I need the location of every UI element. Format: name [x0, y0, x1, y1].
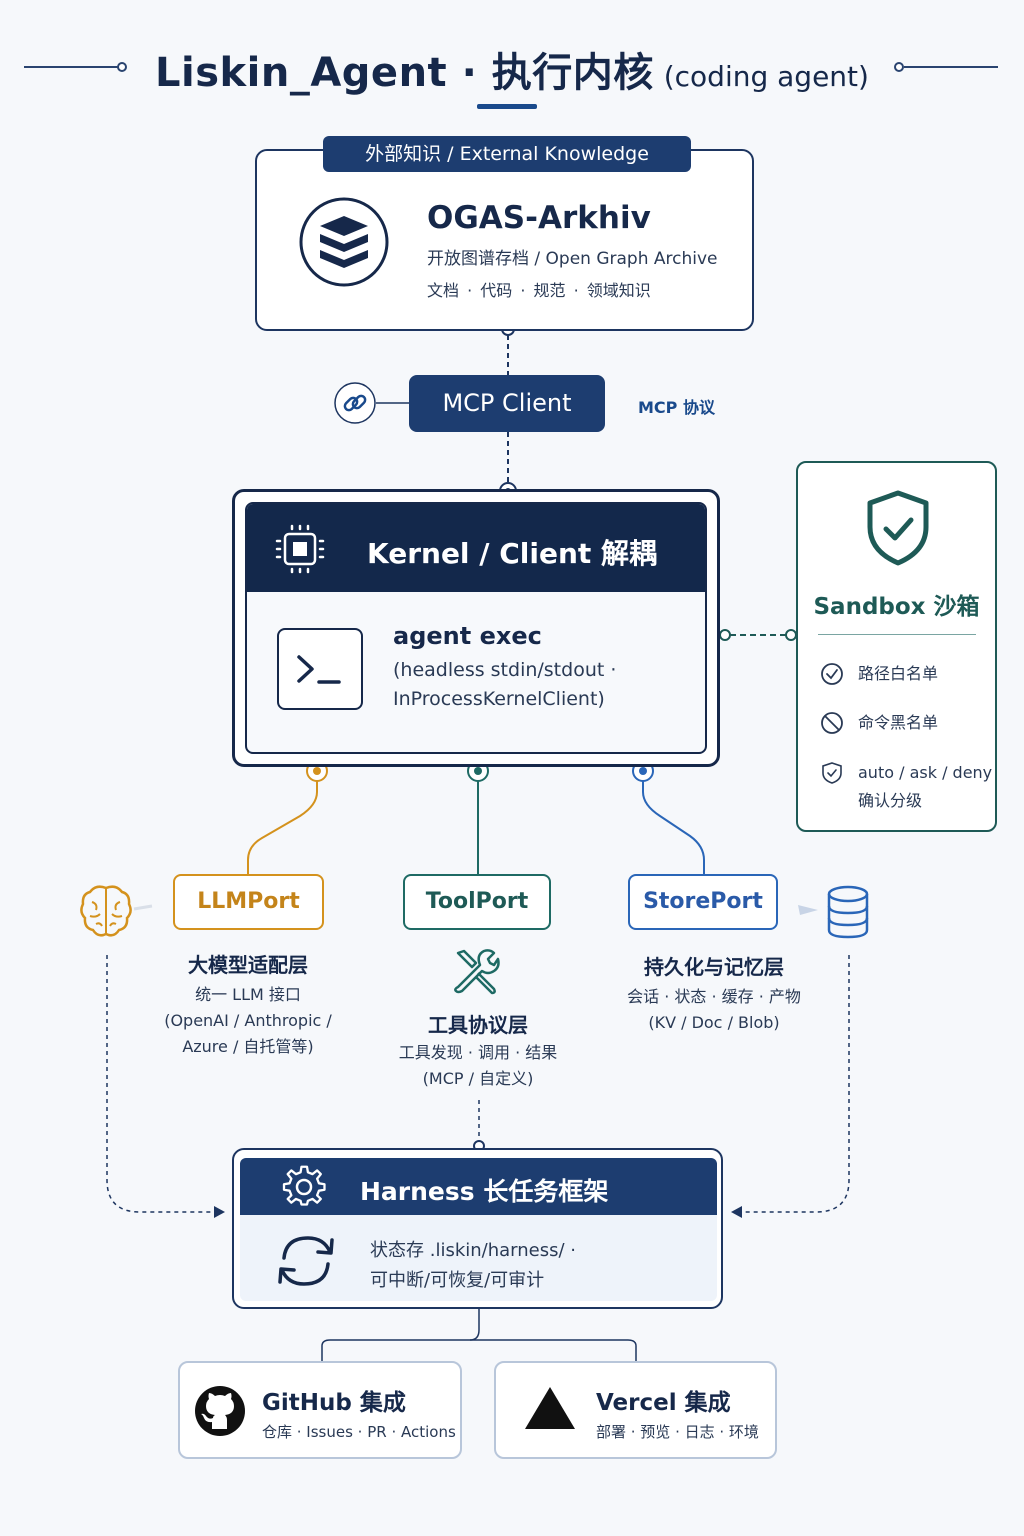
agent-exec-line2: InProcessKernelClient) — [393, 688, 605, 710]
sandbox-item-command-blacklist: 命令黑名单 — [858, 713, 939, 732]
toolport-desc-line1: 工具发现 · 调用 · 结果 — [398, 1043, 558, 1062]
harness-line1: 状态存 .liskin/harness/ · — [370, 1240, 576, 1261]
storeport-title: 持久化与记忆层 — [644, 955, 784, 979]
title-sub: (coding agent) — [663, 60, 869, 93]
sandbox-card: Sandbox 沙箱 路径白名单 命令黑名单 auto / ask / deny… — [796, 461, 997, 832]
toolport-box[interactable]: ToolPort — [403, 874, 551, 930]
llmport-box[interactable]: LLMPort — [173, 874, 324, 930]
storeport-desc-line2: (KV / Doc / Blob) — [648, 1013, 780, 1032]
agent-exec-line1: (headless stdin/stdout · — [393, 659, 617, 681]
agent-exec-title: agent exec — [393, 622, 542, 650]
sandbox-title: Sandbox 沙箱 — [813, 594, 980, 620]
toolport-title: 工具协议层 — [428, 1013, 528, 1037]
github-sub: 仓库 · Issues · PR · Actions — [262, 1423, 456, 1441]
sandbox-item-path-whitelist: 路径白名单 — [858, 664, 939, 683]
github-title: GitHub 集成 — [262, 1390, 406, 1416]
llmport-title: 大模型适配层 — [188, 953, 308, 977]
ogas-description: 文档 · 代码 · 规范 · 领域知识 — [427, 281, 651, 300]
llmport-desc-line2: (OpenAI / Anthropic / — [164, 1011, 332, 1030]
harness-card: Harness 长任务框架 状态存 .liskin/harness/ · 可中断… — [240, 1158, 717, 1301]
kernel-header: Kernel / Client 解耦 — [247, 504, 705, 592]
external-knowledge-label: 外部知识 / External Knowledge — [323, 136, 691, 172]
check-circle-icon — [820, 662, 844, 686]
github-icon — [194, 1385, 246, 1437]
tools-icon — [450, 945, 502, 997]
storeport-desc: 会话 · 状态 · 缓存 · 产物 (KV / Doc / Blob) — [604, 984, 824, 1036]
page-title: Liskin_Agent · 执行内核 (coding agent) — [0, 40, 1024, 98]
kernel-title: Kernel / Client 解耦 — [367, 537, 658, 570]
link-icon — [333, 381, 377, 425]
confirm-levels-line1: auto / ask / deny — [858, 763, 993, 782]
llmport-desc-line3: Azure / 自托管等) — [182, 1037, 314, 1056]
mcp-client-button[interactable]: MCP Client — [409, 375, 605, 432]
vercel-icon — [524, 1385, 576, 1431]
shield-icon — [864, 489, 932, 567]
database-stack-icon — [298, 196, 390, 288]
llmport-desc-line1: 统一 LLM 接口 — [195, 985, 301, 1004]
gear-icon — [282, 1165, 326, 1209]
ogas-title: OGAS-Arkhiv — [427, 200, 651, 236]
ban-icon — [820, 711, 844, 735]
github-integration-card[interactable]: GitHub 集成 仓库 · Issues · PR · Actions — [178, 1361, 462, 1459]
brain-icon — [78, 882, 134, 940]
harness-header: Harness 长任务框架 — [240, 1158, 717, 1215]
title-main: Liskin_Agent · 执行内核 — [155, 50, 654, 96]
ogas-subtitle: 开放图谱存档 / Open Graph Archive — [427, 249, 718, 269]
confirm-levels-line2: 确认分级 — [858, 791, 923, 810]
mcp-protocol-label: MCP 协议 — [638, 398, 715, 417]
title-underline — [477, 104, 537, 109]
sandbox-item-confirm-levels: auto / ask / deny 确认分级 — [858, 760, 992, 814]
llmport-desc: 统一 LLM 接口 (OpenAI / Anthropic / Azure / … — [138, 982, 358, 1060]
toolport-desc: 工具发现 · 调用 · 结果 (MCP / 自定义) — [358, 1040, 598, 1092]
storeport-desc-line1: 会话 · 状态 · 缓存 · 产物 — [627, 987, 801, 1006]
vercel-title: Vercel 集成 — [596, 1390, 731, 1416]
chip-icon — [273, 522, 327, 576]
harness-line2: 可中断/可恢复/可审计 — [370, 1270, 545, 1291]
refresh-icon — [272, 1230, 340, 1292]
sandbox-divider — [818, 634, 976, 635]
terminal-icon — [277, 628, 363, 710]
storeport-box[interactable]: StorePort — [628, 874, 778, 930]
kernel-card: Kernel / Client 解耦 agent exec (headless … — [245, 502, 707, 754]
vercel-integration-card[interactable]: Vercel 集成 部署 · 预览 · 日志 · 环境 — [494, 1361, 777, 1459]
database-icon — [824, 884, 872, 940]
toolport-desc-line2: (MCP / 自定义) — [422, 1069, 534, 1088]
harness-title: Harness 长任务框架 — [360, 1177, 609, 1206]
shield-check-icon — [820, 761, 844, 785]
vercel-sub: 部署 · 预览 · 日志 · 环境 — [596, 1423, 759, 1441]
